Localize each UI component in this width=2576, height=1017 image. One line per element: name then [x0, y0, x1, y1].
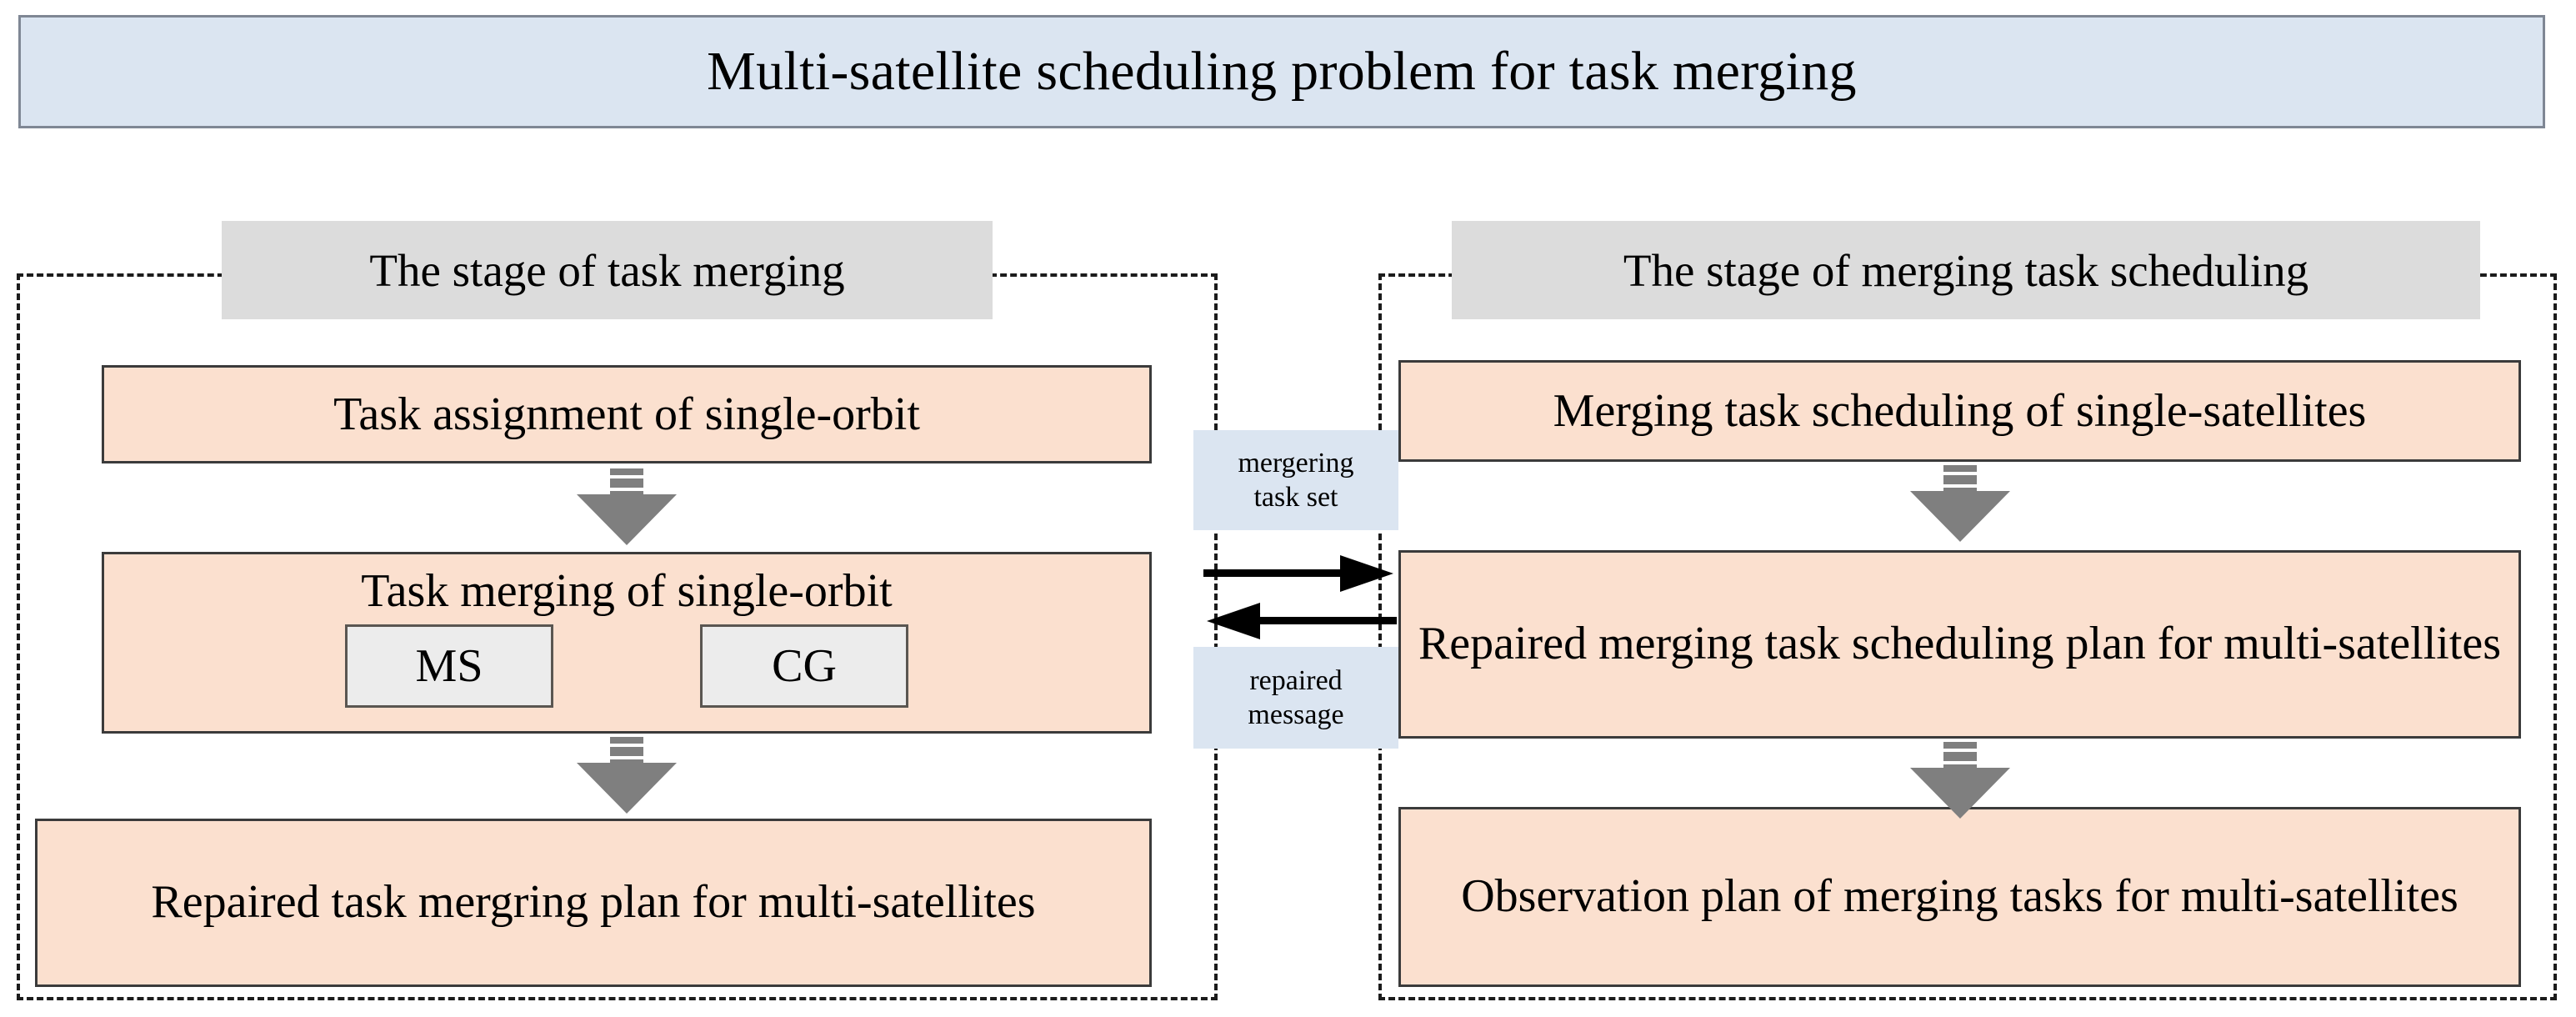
sub-chip-cg[interactable]: CG — [700, 624, 908, 708]
process-box-repaired-task-merging-plan-text: Repaired task mergring plan for multi-sa… — [151, 876, 1036, 929]
sub-chip-ms-text: MS — [415, 639, 483, 692]
arrow-left-icon — [1207, 603, 1397, 639]
process-box-observation-plan-merging-tasks: Observation plan of merging tasks for mu… — [1398, 807, 2521, 987]
sub-method-row: MS CG — [104, 624, 1149, 708]
stage-label-task-merging-text: The stage of task merging — [369, 244, 845, 296]
process-box-merging-task-scheduling-single-satellites-text: Merging task scheduling of single-satell… — [1553, 384, 2367, 437]
stage-label-merging-task-scheduling: The stage of merging task scheduling — [1452, 221, 2480, 319]
diagram-title-banner: Multi-satellite scheduling problem for t… — [18, 15, 2545, 128]
middle-label-mergering-task-set: mergering task set — [1193, 430, 1398, 530]
down-arrow-icon-left-1 — [570, 468, 683, 545]
sub-chip-ms[interactable]: MS — [345, 624, 553, 708]
middle-label-repaired-message-line1: repaired — [1249, 664, 1343, 696]
middle-label-repaired-message-line2: message — [1248, 699, 1344, 730]
down-arrow-icon-left-2 — [570, 737, 683, 814]
process-box-merging-task-scheduling-single-satellites: Merging task scheduling of single-satell… — [1398, 360, 2521, 462]
middle-label-mergering-task-set-line2: task set — [1253, 482, 1338, 513]
process-box-task-assignment-single-orbit-text: Task assignment of single-orbit — [333, 388, 920, 440]
stage-label-merging-task-scheduling-text: The stage of merging task scheduling — [1623, 244, 2309, 296]
process-box-task-merging-single-orbit-text: Task merging of single-orbit — [361, 565, 893, 617]
process-box-repaired-merging-task-scheduling-plan-text: Repaired merging task scheduling plan fo… — [1418, 618, 2502, 670]
middle-label-repaired-message: repaired message — [1193, 647, 1398, 749]
down-arrow-icon-right-1 — [1903, 465, 2017, 542]
middle-label-mergering-task-set-line1: mergering — [1238, 447, 1354, 478]
process-box-repaired-merging-task-scheduling-plan: Repaired merging task scheduling plan fo… — [1398, 550, 2521, 739]
arrow-right-icon — [1203, 555, 1393, 592]
process-box-repaired-task-merging-plan: Repaired task mergring plan for multi-sa… — [35, 819, 1152, 987]
bidirectional-arrows — [1200, 550, 1400, 647]
process-box-task-assignment-single-orbit: Task assignment of single-orbit — [102, 365, 1152, 463]
page-title: Multi-satellite scheduling problem for t… — [707, 41, 1857, 102]
stage-label-task-merging: The stage of task merging — [222, 221, 993, 319]
process-box-task-merging-single-orbit: Task merging of single-orbit MS CG — [102, 552, 1152, 734]
process-box-observation-plan-merging-tasks-text: Observation plan of merging tasks for mu… — [1461, 870, 2458, 923]
sub-chip-cg-text: CG — [772, 639, 837, 692]
down-arrow-icon-right-2 — [1903, 742, 2017, 819]
